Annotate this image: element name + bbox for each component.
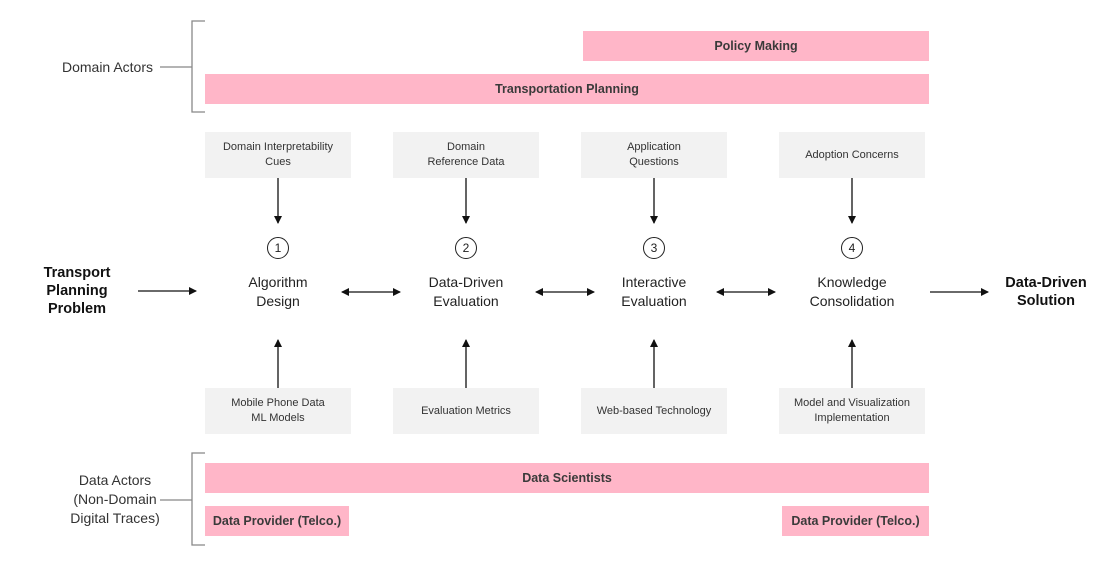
stage-2-label: Data-Driven Evaluation: [428, 274, 504, 309]
data-actors-label: Data Actors (Non-Domain Digital Traces): [70, 472, 160, 526]
bottom-box-mobile-phone-data: Mobile Phone Data ML Models: [205, 388, 351, 434]
transport-planning-problem-label: Transport Planning Problem: [43, 265, 111, 317]
top-box-domain-reference-data: Domain Reference Data: [393, 132, 539, 178]
bottom-box-evaluation-metrics: Evaluation Metrics: [393, 388, 539, 434]
stage-4-number: 4: [841, 237, 863, 259]
data-actors-bracket: [160, 452, 205, 546]
data-scientists-bar: Data Scientists: [205, 463, 929, 493]
stage-3-label: Interactive Evaluation: [621, 274, 687, 309]
data-provider-left-bar: Data Provider (Telco.): [205, 506, 349, 536]
bottom-box-model-visualization-implementation: Model and Visualization Implementation: [779, 388, 925, 434]
domain-actors-label: Domain Actors: [61, 59, 154, 75]
data-provider-right-bar: Data Provider (Telco.): [782, 506, 929, 536]
stage-3-number: 3: [643, 237, 665, 259]
top-box-application-questions: Application Questions: [581, 132, 727, 178]
stage-2-number: 2: [455, 237, 477, 259]
policy-making-bar: Policy Making: [583, 31, 929, 61]
data-driven-solution-label: Data-Driven Solution: [1005, 275, 1087, 309]
domain-actors-bracket: [160, 20, 205, 113]
stage-1-label: Algorithm Design: [248, 274, 308, 309]
top-box-domain-interpretability-cues: Domain Interpretability Cues: [205, 132, 351, 178]
stage-1-number: 1: [267, 237, 289, 259]
bottom-box-web-based-technology: Web-based Technology: [581, 388, 727, 434]
stage-4-label: Knowledge Consolidation: [809, 274, 895, 309]
top-box-adoption-concerns: Adoption Concerns: [779, 132, 925, 178]
transportation-planning-bar: Transportation Planning: [205, 74, 929, 104]
